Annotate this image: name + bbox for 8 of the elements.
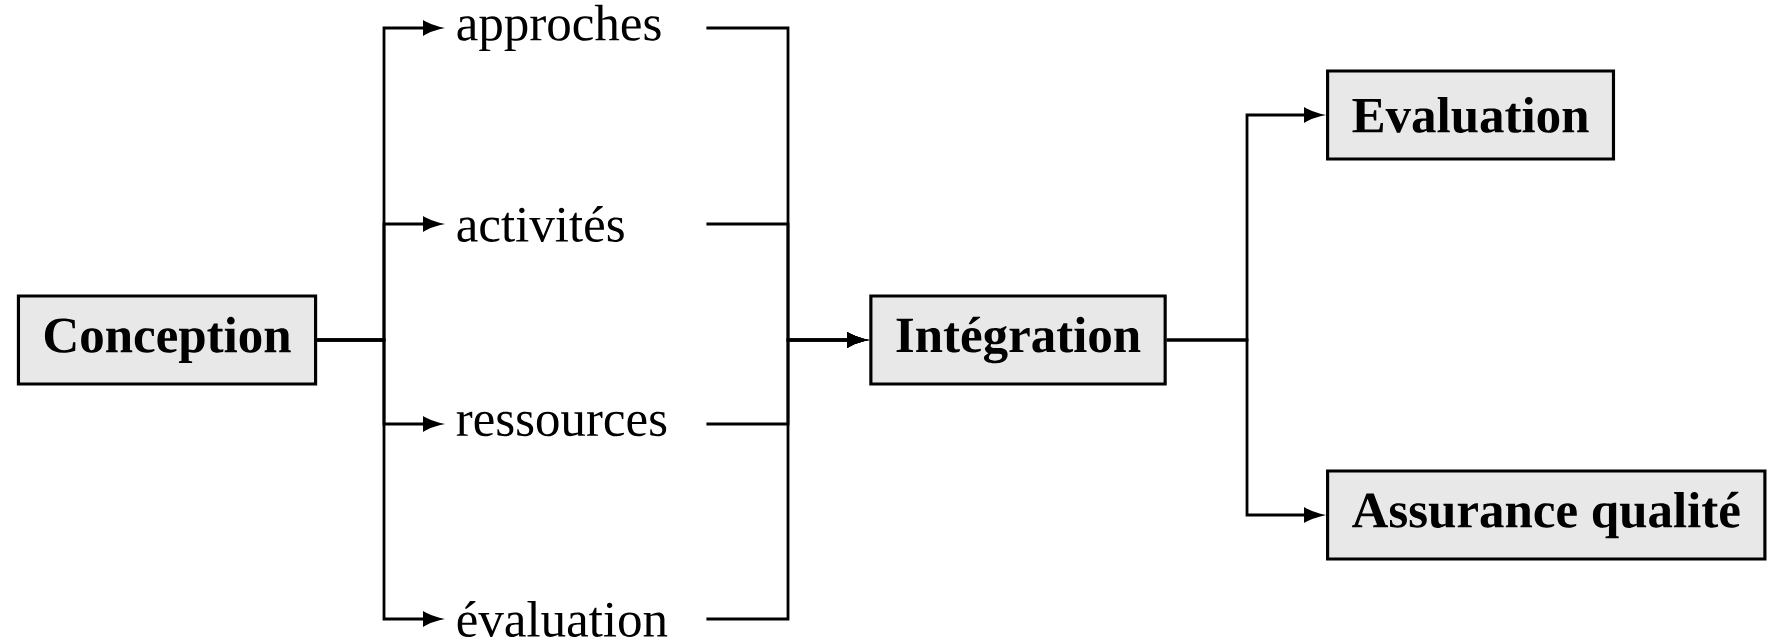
- item-label: approches: [457, 4, 661, 52]
- item-label: évaluation: [457, 601, 668, 637]
- item-label: activités: [457, 206, 624, 242]
- process-box: Conception: [16, 294, 318, 386]
- item-label: ressources: [456, 411, 667, 437]
- process-box: Assurance qualité: [1326, 469, 1767, 561]
- process-box: Evaluation: [1326, 69, 1616, 161]
- process-box: Intégration: [869, 294, 1167, 386]
